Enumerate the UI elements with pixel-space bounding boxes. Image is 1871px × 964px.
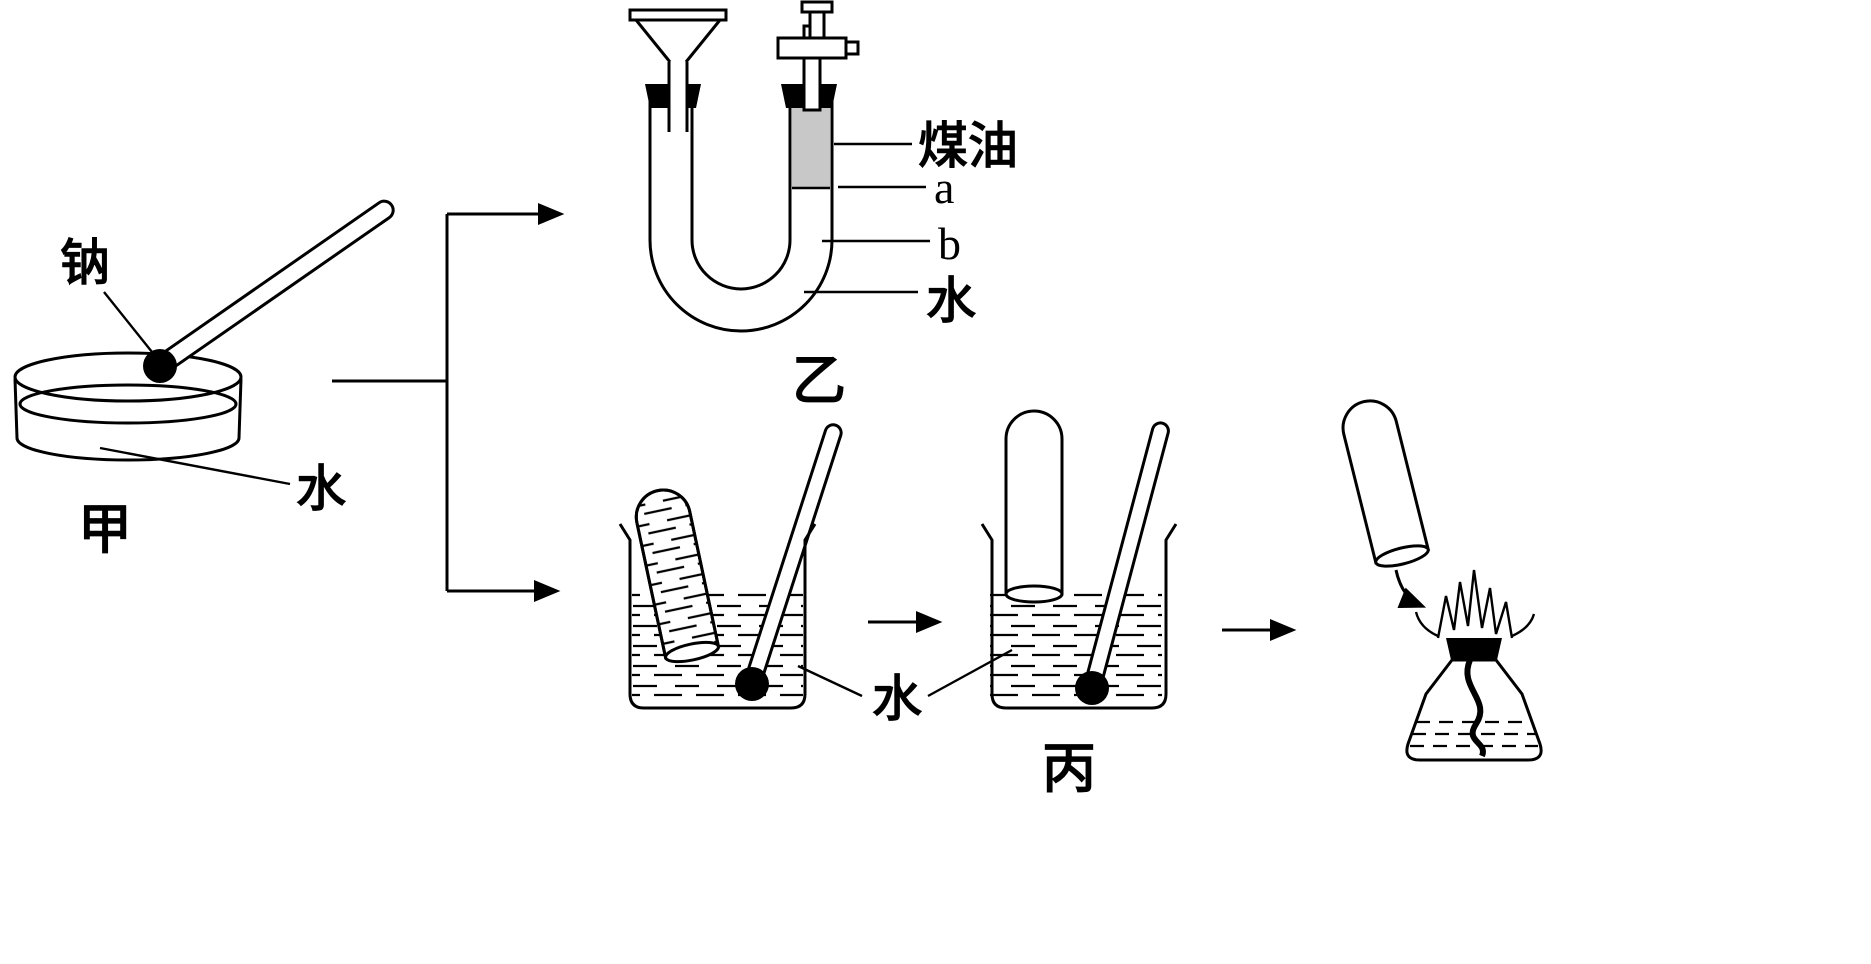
beaker2-caption: 丙 [1042, 739, 1096, 799]
beaker-water-label: 水 [872, 671, 923, 727]
dish-water-leader-line [99, 446, 291, 486]
kerosene-layer [792, 108, 830, 188]
glass-rod-tool [161, 199, 395, 368]
sodium-label: 钠 [60, 235, 110, 291]
sodium-leader-line [103, 291, 153, 353]
beaker2-outline [980, 523, 1178, 710]
dish-water-surface [18, 383, 238, 425]
level-b-label: b [938, 218, 961, 269]
test-tube-water [634, 488, 721, 660]
funnel-stem-body [669, 62, 687, 132]
utube-caption: 乙 [792, 351, 846, 411]
stopcock-key-stem [808, 8, 826, 40]
test-tube-body [1004, 409, 1064, 596]
u-tube-apparatus: 煤油 a b 水 乙 [628, 0, 1018, 411]
sodium-piece [735, 667, 769, 701]
curved-arrow-to-flame [1394, 569, 1427, 609]
dish-bottom [15, 437, 241, 462]
funnel [628, 8, 728, 132]
test-tube-mouth [1004, 584, 1064, 604]
dish-caption: 甲 [78, 500, 132, 560]
glass-rod [161, 199, 395, 368]
wick-collar [1446, 638, 1502, 660]
beaker-water-labeling: 水 [797, 648, 1013, 727]
beaker-2-assembly: 丙 [980, 409, 1178, 799]
beaker1-water-leader-line [797, 664, 863, 698]
flame-left-curl [1414, 611, 1439, 638]
beaker1-test-tube [634, 488, 721, 664]
collected-gas-test-tube [1341, 399, 1431, 568]
stopcock-barrel [776, 36, 848, 60]
beaker-1-assembly [618, 423, 843, 710]
u-tube-inner-wall [690, 100, 792, 291]
test-tube-body [1341, 399, 1431, 565]
alcohol-lamp [1405, 569, 1543, 762]
funnel-rim [628, 8, 728, 22]
lamp-body [1405, 658, 1543, 762]
beaker2-test-tube [1004, 409, 1064, 604]
level-a-label: a [934, 162, 954, 213]
evaporating-dish-assembly: 钠 水 甲 [13, 199, 395, 560]
flame-right-curl [1511, 613, 1536, 638]
kerosene-label: 煤油 [918, 118, 1018, 174]
test-tube-mouth [1374, 544, 1430, 568]
stopcock-key-handle [800, 0, 834, 14]
stopcock [776, 0, 860, 112]
stopcock-nub [844, 40, 860, 56]
branch-connector [332, 203, 565, 602]
test-tube-mouth [664, 640, 720, 664]
flame-icon [1436, 569, 1514, 639]
dish-right-wall [237, 378, 243, 439]
dish-left-wall [13, 378, 19, 439]
dish-water-label: 水 [296, 461, 347, 517]
lamp-wick [1464, 658, 1486, 758]
u-tube-outer-wall [648, 100, 834, 333]
funnel-right-side [684, 19, 722, 63]
dish-rim [13, 351, 243, 403]
sodium-piece [1075, 671, 1109, 705]
funnel-left-side [634, 19, 672, 63]
sodium-piece [143, 349, 177, 383]
beaker1-outline [618, 523, 817, 710]
utube-water-label: 水 [926, 273, 977, 329]
